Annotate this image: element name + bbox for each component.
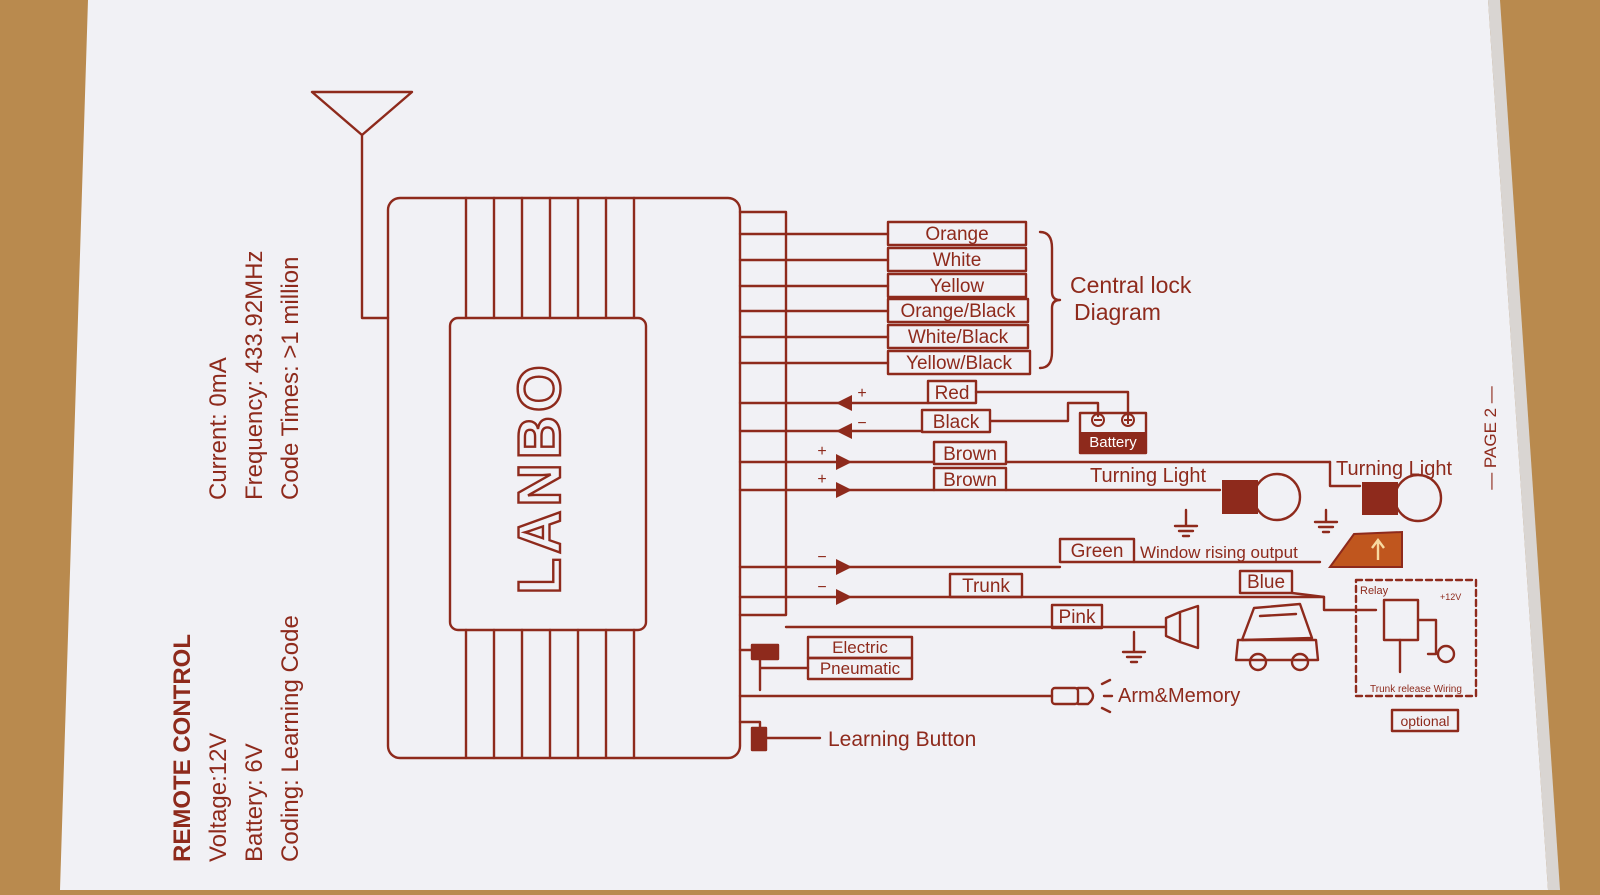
- black-wire-label: Black: [933, 412, 980, 433]
- brown-wire-label-1: Brown: [943, 444, 997, 465]
- turning-light-label-1: Turning Light: [1090, 465, 1206, 487]
- trunk-wire-label: Trunk: [962, 576, 1010, 597]
- ground-icon: [1121, 630, 1147, 664]
- white-wire-tag: [886, 246, 1028, 273]
- blue-wire-tag: [1238, 569, 1294, 595]
- spec-battery: Battery: 6V: [241, 743, 268, 862]
- green-wire-tag: [1058, 537, 1136, 564]
- learning-button-label: Learning Button: [828, 728, 976, 751]
- black-wire-arrow: [836, 423, 852, 439]
- optional-label: optional: [1400, 713, 1449, 729]
- green-minus-sign: −: [817, 549, 826, 566]
- central-lock-title: Central lock: [1070, 272, 1192, 298]
- arm-memory-label: Arm&Memory: [1118, 685, 1240, 707]
- white-black-wire-tag: [886, 323, 1030, 350]
- brand-logo: LANBO: [506, 361, 573, 594]
- antenna-icon: [310, 90, 414, 137]
- pneumatic-connector: [750, 643, 780, 661]
- yellow-wire-label: Yellow: [930, 276, 985, 297]
- battery-label-bg: [1080, 432, 1146, 453]
- green-wire-arrow: [836, 559, 852, 575]
- brown-wire-tag-2: [932, 466, 1008, 492]
- optional-relay-box: [1354, 578, 1478, 698]
- pneumatic-label: Pneumatic: [820, 659, 901, 678]
- turning-light-label-2: Turning Light: [1336, 458, 1452, 480]
- brown1-plus-sign: +: [817, 443, 826, 460]
- spec-current: Current: 0mA: [205, 357, 232, 500]
- control-unit-label-panel: [448, 316, 648, 632]
- relay-voltage-label: +12V: [1440, 592, 1461, 602]
- red-plus-sign: +: [857, 385, 866, 402]
- central-lock-wires: [738, 232, 890, 365]
- spec-frequency: Frequency: 433.92MHz: [241, 251, 268, 500]
- trunk-wire-arrow: [836, 589, 852, 605]
- spec-coding: Coding: Learning Code: [277, 615, 304, 862]
- battery-label: Battery: [1089, 434, 1137, 451]
- relay-fuse-icon: [1436, 644, 1456, 664]
- trunk-release-label: Trunk release Wiring: [1370, 684, 1462, 695]
- central-lock-subtitle: Diagram: [1074, 299, 1161, 325]
- red-wire-to-battery: [974, 390, 1130, 418]
- yellow-wire-tag: [886, 272, 1028, 299]
- turning-light-socket-1: [1222, 480, 1258, 514]
- paper-shadow: [1488, 0, 1560, 890]
- control-unit-box: [386, 196, 742, 760]
- brown2-plus-sign: +: [817, 471, 826, 488]
- battery-minus-icon: [1091, 413, 1105, 427]
- orange-wire-label: Orange: [925, 224, 988, 245]
- trunk-wire-tag: [948, 572, 1024, 599]
- trunk-minus-sign: −: [817, 579, 826, 596]
- brown-wire-arrow-1: [836, 454, 852, 470]
- red-wire-arrow: [836, 395, 852, 411]
- led-icon: [1050, 678, 1114, 714]
- black-minus-sign: −: [857, 415, 866, 432]
- yellow-black-wire-tag: [886, 349, 1032, 376]
- yellow-black-wire-label: Yellow/Black: [906, 353, 1012, 374]
- orange-wire-tag: [886, 220, 1028, 247]
- pink-wire-tag: [1050, 603, 1104, 630]
- window-rising-label: Window rising output: [1140, 543, 1298, 562]
- ground-icon: [1313, 508, 1339, 534]
- relay-label: Relay: [1360, 585, 1389, 597]
- paper-sheet: [60, 0, 1548, 890]
- white-wire-label: White: [933, 250, 982, 271]
- orange-black-wire-label: Orange/Black: [900, 301, 1016, 322]
- spec-code-times: Code Times: >1 million: [277, 257, 304, 500]
- green-wire-label: Green: [1071, 541, 1124, 562]
- brown-wire-arrow-2: [836, 482, 852, 498]
- learning-button-icon[interactable]: [750, 726, 768, 752]
- control-unit-ribs: [464, 196, 636, 760]
- black-wire-to-battery: [988, 401, 1100, 423]
- brown-wire-tag-1: [932, 440, 1008, 466]
- spec-voltage: Voltage:12V: [205, 733, 232, 862]
- pneumatic-tag: [806, 656, 914, 681]
- central-lock-brace: [1038, 230, 1062, 370]
- turning-light-socket-2: [1362, 482, 1398, 515]
- car-icon: [1234, 602, 1320, 672]
- ground-icon: [1173, 508, 1199, 538]
- spec-heading: REMOTE CONTROL: [169, 634, 196, 862]
- red-wire-label: Red: [935, 383, 970, 404]
- white-black-wire-label: White/Black: [908, 327, 1009, 348]
- battery-plus-icon: [1121, 413, 1135, 427]
- electric-label: Electric: [832, 638, 888, 657]
- window-motor-icon: [1328, 530, 1403, 568]
- central-lock-harness: [738, 210, 788, 617]
- pink-wire-label: Pink: [1059, 607, 1096, 628]
- page-number: — PAGE 2 —: [1481, 386, 1500, 490]
- antenna-lead: [360, 133, 390, 320]
- blue-wire-label: Blue: [1247, 572, 1285, 593]
- orange-black-wire-tag: [886, 297, 1030, 324]
- blue-wire-to-relay: [1290, 591, 1378, 612]
- optional-tag: [1390, 708, 1460, 733]
- horn-icon: [1164, 604, 1200, 650]
- brown-wire-label-2: Brown: [943, 470, 997, 491]
